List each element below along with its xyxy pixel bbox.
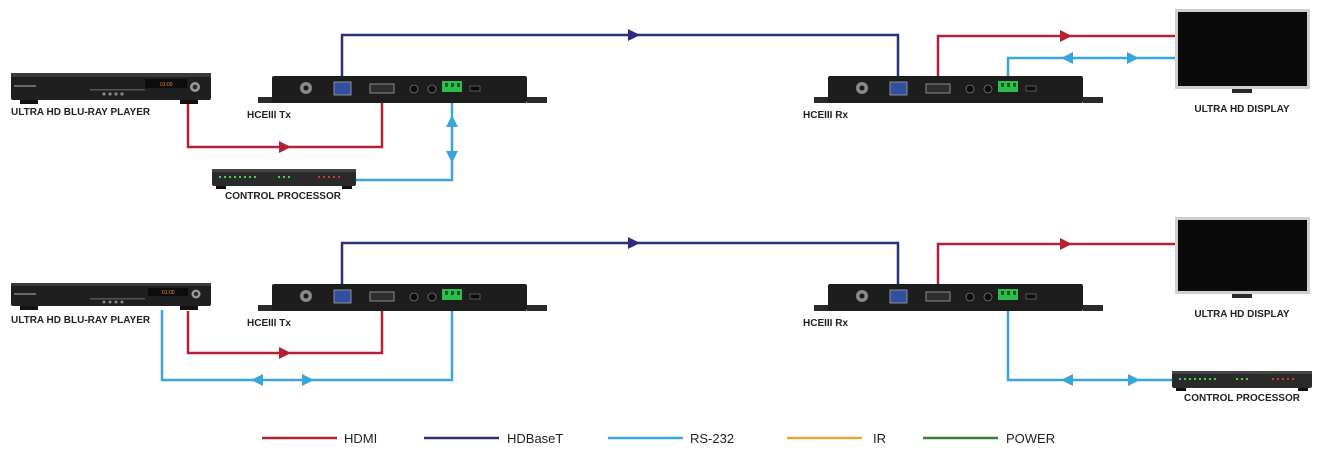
legend-label-hdbaset: HDBaseT xyxy=(507,431,563,446)
ultra-hd-display xyxy=(1175,9,1310,93)
hdmi-arrow xyxy=(279,347,291,359)
rj45-port-icon xyxy=(333,289,352,304)
legend-item-power: POWER xyxy=(923,431,1055,446)
hceiii-rx xyxy=(814,284,1103,311)
blu-ray-player: 01:00 xyxy=(11,73,211,104)
hdbaset-cable xyxy=(340,33,900,82)
hdmi-port-icon xyxy=(369,291,395,302)
rx-label: HCEIII Rx xyxy=(803,318,848,329)
legend-item-rs232: RS-232 xyxy=(608,431,734,446)
bottom-diagram: 01:00 ULTRA HD BLU-RAY PLAYER xyxy=(11,217,1312,404)
rs232-arrow-right xyxy=(302,374,314,386)
rj45-port-icon xyxy=(889,81,908,96)
hdmi-port-icon xyxy=(925,83,951,94)
hdbaset-arrow xyxy=(628,29,640,41)
hdmi-port-icon xyxy=(369,83,395,94)
legend-label-ir: IR xyxy=(873,431,886,446)
rs232-arrow-right xyxy=(1128,374,1140,386)
blu-ray-label: ULTRA HD BLU-RAY PLAYER xyxy=(11,107,151,118)
display-label: ULTRA HD DISPLAY xyxy=(1194,309,1290,320)
rs232-arrow-left xyxy=(1061,374,1073,386)
legend-label-rs232: RS-232 xyxy=(690,431,734,446)
hdmi-arrow xyxy=(1060,238,1072,250)
svg-text:01:00: 01:00 xyxy=(162,290,175,296)
svg-text:01:00: 01:00 xyxy=(160,82,173,88)
rs232-arrow-left xyxy=(1061,52,1073,64)
rs232-cable-control xyxy=(356,94,454,182)
hdmi-cable-display xyxy=(936,242,1175,293)
control-processor xyxy=(1172,371,1312,391)
rs232-arrow-left xyxy=(251,374,263,386)
hdmi-arrow xyxy=(1060,30,1072,42)
rs232-arrow-up xyxy=(446,115,458,127)
rj45-port-icon xyxy=(889,289,908,304)
hdmi-cable-display xyxy=(936,34,1175,85)
tx-label: HCEIII Tx xyxy=(247,318,291,329)
hdmi-port-icon xyxy=(925,291,951,302)
hdbaset-arrow xyxy=(628,237,640,249)
hdbaset-cable xyxy=(340,241,900,290)
rs232-arrow-right xyxy=(1127,52,1139,64)
legend-item-hdbaset: HDBaseT xyxy=(424,431,563,446)
rs232-cable-source xyxy=(160,301,454,382)
legend-item-hdmi: HDMI xyxy=(262,431,377,446)
rx-label: HCEIII Rx xyxy=(803,110,848,121)
tx-label: HCEIII Tx xyxy=(247,110,291,121)
legend-item-ir: IR xyxy=(787,431,886,446)
hceiii-rx xyxy=(814,76,1103,103)
control-processor-label: CONTROL PROCESSOR xyxy=(225,191,342,202)
display-label: ULTRA HD DISPLAY xyxy=(1194,104,1290,115)
hdmi-arrow xyxy=(279,141,291,153)
ultra-hd-display xyxy=(1175,217,1310,298)
rj45-port-icon xyxy=(333,81,352,96)
control-processor-label: CONTROL PROCESSOR xyxy=(1184,393,1301,404)
rs232-arrow-down xyxy=(446,151,458,163)
top-diagram: 01:00 ULTRA HD BLU-RAY PLAYER xyxy=(11,9,1310,202)
blu-ray-player: 01:00 xyxy=(11,283,211,310)
legend-label-hdmi: HDMI xyxy=(344,431,377,446)
legend-label-power: POWER xyxy=(1006,431,1055,446)
rs232-cable-control xyxy=(1006,302,1172,382)
blu-ray-label: ULTRA HD BLU-RAY PLAYER xyxy=(11,315,151,326)
hceiii-tx xyxy=(258,284,547,311)
control-processor xyxy=(212,169,356,189)
hceiii-tx xyxy=(258,76,547,103)
legend: HDMI HDBaseT RS-232 IR POWER xyxy=(262,431,1055,446)
